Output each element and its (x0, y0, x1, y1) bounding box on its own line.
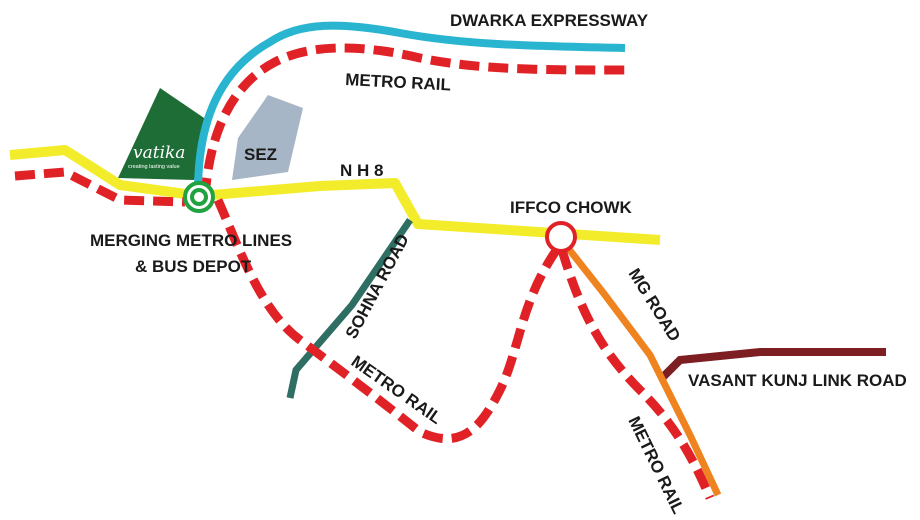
iffco-chowk-label: IFFCO CHOWK (510, 198, 633, 217)
merging-station-marker (183, 181, 215, 213)
vasant-kunj-label: VASANT KUNJ LINK ROAD (688, 371, 907, 390)
sohna-road-label: SOHNA ROAD (342, 231, 413, 342)
metro-rail-southeast (557, 248, 715, 500)
sez-area (232, 95, 303, 180)
vatika-logo: vatika creating lasting value (118, 88, 210, 180)
metro-lines (14, 43, 715, 500)
bus-depot-label: & BUS DEPOT (135, 257, 252, 276)
merging-metro-label: MERGING METRO LINES (90, 231, 292, 250)
metro-rail-top-label: METRO RAIL (345, 70, 452, 95)
iffco-chowk-marker (545, 221, 577, 253)
logo-tagline: creating lasting value (128, 164, 180, 170)
nh8-label: N H 8 (340, 161, 383, 180)
dwarka-expressway-label: DWARKA EXPRESSWAY (450, 11, 649, 30)
mg-road (565, 245, 722, 497)
vasant-kunj-link-road (659, 348, 886, 381)
nh8-road (9, 145, 661, 245)
metro-rail-south (213, 198, 564, 444)
dwarka-expressway-road (194, 21, 626, 193)
sez-label: SEZ (244, 145, 277, 164)
metro-rail-top (200, 43, 626, 199)
logo-name: vatika (133, 143, 185, 163)
sohna-road (286, 218, 413, 399)
